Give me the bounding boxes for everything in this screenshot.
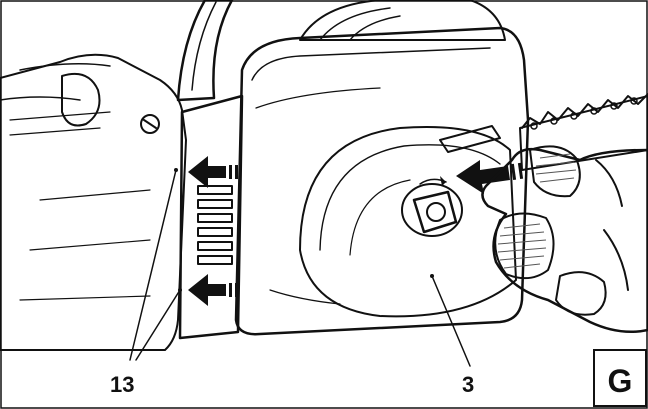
chain-links (521, 93, 648, 130)
callout-leaders (129, 168, 471, 367)
arrow-left-lower-icon (188, 274, 238, 306)
tension-knob (401, 176, 463, 237)
saw-body-housing (0, 53, 187, 351)
finger-texture (535, 153, 577, 183)
cover-slot (439, 125, 501, 153)
screw-icon (140, 114, 160, 134)
glove-texture (497, 223, 547, 269)
vent-plate (178, 94, 244, 340)
vent-slots (197, 185, 233, 265)
arrow-push-icon (456, 160, 524, 194)
callout-label-13: 13 (110, 372, 134, 397)
callout-label-3: 3 (462, 372, 474, 397)
hand-illustration (481, 145, 648, 333)
front-handle (176, 0, 234, 102)
arrow-left-upper-icon (188, 156, 238, 188)
chain-bar (519, 93, 648, 171)
panel-letter: G (608, 363, 633, 399)
motor-cap (299, 0, 506, 41)
panel-letter-box: G (593, 349, 647, 407)
